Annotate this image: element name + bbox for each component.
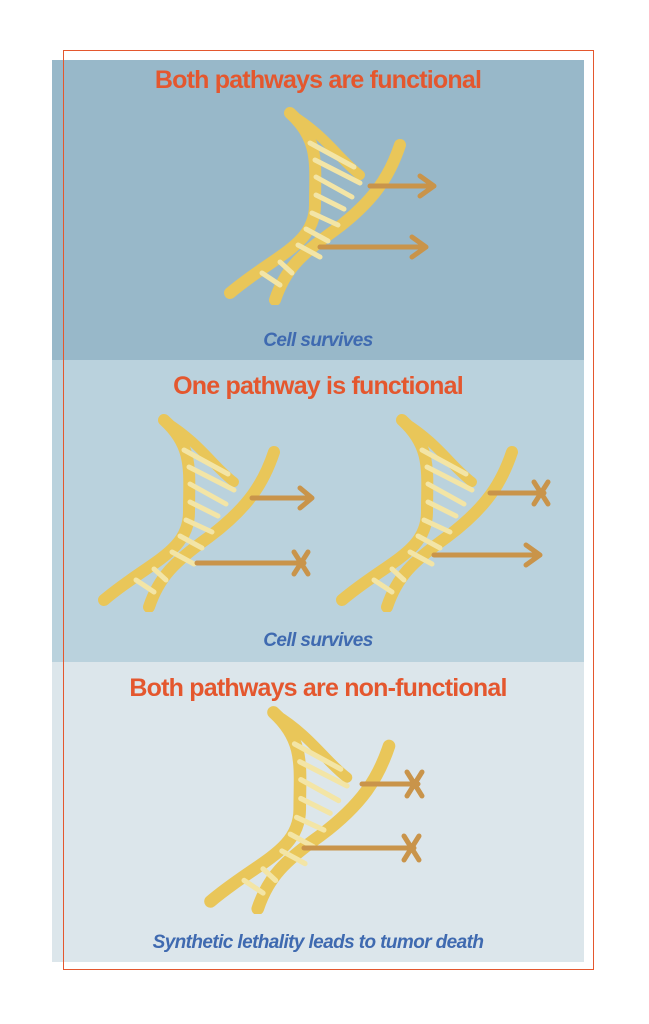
panel-one-functional: One pathway is functional Cell survives [52, 360, 584, 662]
panel-illustration [52, 662, 425, 962]
panel-caption: Cell survives [263, 630, 373, 651]
arrow-icon [431, 542, 543, 568]
panel-caption: Synthetic lethality leads to tumor death [152, 932, 484, 953]
blocked-arrow-icon [487, 479, 551, 507]
panel-illustration [52, 60, 437, 360]
panel-both-functional: Both pathways are functional Cell surviv… [52, 60, 584, 360]
blocked-arrow-icon [194, 549, 311, 577]
blocked-arrow-icon [359, 769, 425, 799]
panel-both-non-functional: Both pathways are non-functional Synthet… [52, 662, 584, 962]
panel-title: Both pathways are non-functional [129, 674, 507, 702]
panel-title: One pathway is functional [173, 372, 464, 400]
panel-illustration [52, 360, 551, 662]
dna-helix-icon [230, 113, 400, 300]
dna-helix-icon [342, 420, 512, 607]
arrow-icon [249, 485, 315, 511]
dna-helix-icon [211, 712, 390, 908]
panel-title: Both pathways are functional [154, 66, 482, 94]
dna-helix-icon [104, 420, 274, 607]
arrow-icon [367, 173, 437, 199]
panel-caption: Cell survives [263, 330, 373, 351]
blocked-arrow-icon [301, 833, 422, 863]
arrow-icon [317, 234, 429, 260]
